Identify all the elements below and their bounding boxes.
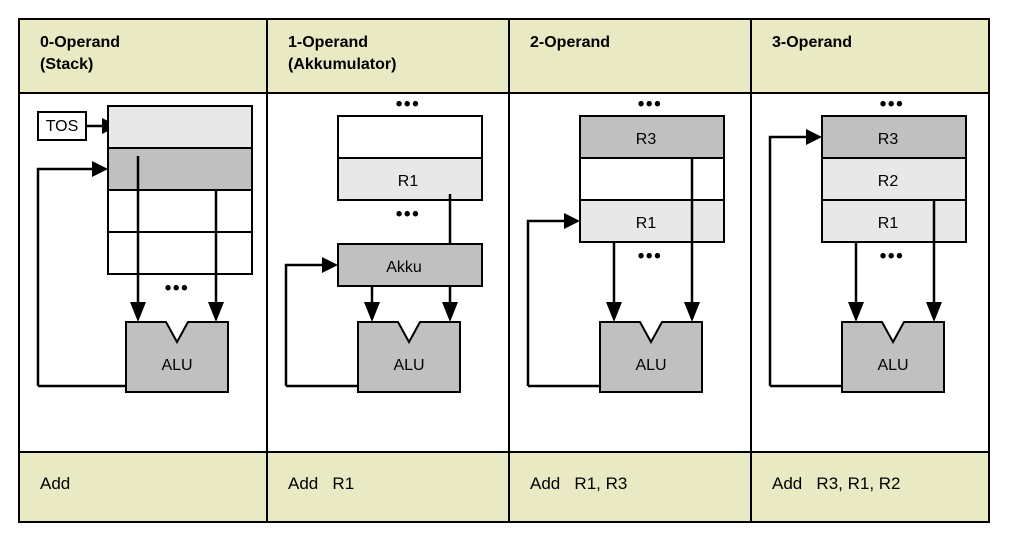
register-label-r2: R2 xyxy=(878,173,899,190)
header-label-three-operand: 3-Operand xyxy=(772,34,853,51)
stack-writeback-path xyxy=(36,167,92,386)
operand-arrow-right xyxy=(684,302,700,322)
diagram-cell-two-operand: ••• R3 R1 ••• xyxy=(508,94,750,451)
register-cell-r1 xyxy=(337,157,483,201)
register-label-r1: R1 xyxy=(398,173,419,190)
tos-label: TOS xyxy=(46,118,79,135)
register-writeback-arrow-head xyxy=(564,213,580,229)
table-diagram-row: TOS xyxy=(20,92,988,453)
tos-box xyxy=(37,111,87,141)
register-label-r1: R1 xyxy=(878,215,899,232)
stack-ellipsis: ••• xyxy=(165,278,189,299)
stack-writeback-arrow-head xyxy=(92,161,108,177)
register-writeback-path xyxy=(768,135,806,386)
stack-machine-diagram: TOS xyxy=(20,94,266,451)
regfile-ellipsis-bottom: ••• xyxy=(396,204,420,225)
register-label-r3: R3 xyxy=(878,131,899,148)
register-cell-r2 xyxy=(821,157,967,201)
alu-shape xyxy=(599,321,703,393)
operand-arrow-left xyxy=(848,302,864,322)
register-cell-empty xyxy=(579,157,725,201)
register-cell-0 xyxy=(337,115,483,159)
alu-shape xyxy=(357,321,461,393)
regfile-ellipsis-bottom: ••• xyxy=(638,246,662,267)
footer-cell-two-operand: Add R1, R3 xyxy=(508,453,750,521)
alu-label: ALU xyxy=(635,357,666,374)
header-cell-three-operand: 3-Operand xyxy=(750,20,988,92)
diagram-cell-one-operand: ••• R1 ••• Akku xyxy=(266,94,508,451)
stack-cell-0 xyxy=(107,105,253,149)
instruction-label-two-operand: Add R1, R3 xyxy=(530,474,628,493)
accumulator-box xyxy=(337,243,483,287)
alu-label: ALU xyxy=(393,357,424,374)
accumulator-machine-diagram: ••• R1 ••• Akku xyxy=(268,94,508,451)
stack-operand-arrow-right xyxy=(208,302,224,322)
register-operand-arrow xyxy=(442,302,458,322)
regfile-ellipsis-top: ••• xyxy=(396,94,420,115)
operand-arrow-left xyxy=(606,302,622,322)
accumulator-writeback-path xyxy=(284,263,322,386)
alu-shape xyxy=(125,321,229,393)
operand-arrow-right xyxy=(926,302,942,322)
header-cell-zero-operand: 0-Operand (Stack) xyxy=(20,20,266,92)
regfile-ellipsis-bottom: ••• xyxy=(880,246,904,267)
table-footer-row: Add Add R1 Add R1, R3 Add R3, R1, R2 xyxy=(20,453,988,521)
register-label-r3: R3 xyxy=(636,131,657,148)
alu-label: ALU xyxy=(877,357,908,374)
table-header-row: 0-Operand (Stack) 1-Operand (Akkumulator… xyxy=(20,20,988,92)
register-writeback-arrow-head xyxy=(806,129,822,145)
regfile-ellipsis-top: ••• xyxy=(638,94,662,115)
accumulator-label: Akku xyxy=(386,259,422,276)
register-cell-r1 xyxy=(579,199,725,243)
register-cell-r1 xyxy=(821,199,967,243)
operand-comparison-table: 0-Operand (Stack) 1-Operand (Akkumulator… xyxy=(18,18,990,523)
alu-label: ALU xyxy=(161,357,192,374)
diagram-cell-zero-operand: TOS xyxy=(20,94,266,451)
stack-cell-2 xyxy=(107,189,253,233)
two-operand-machine-diagram: ••• R3 R1 ••• xyxy=(510,94,750,451)
accumulator-writeback-arrow-head xyxy=(322,257,338,273)
header-label-two-operand: 2-Operand xyxy=(530,34,611,51)
instruction-label-three-operand: Add R3, R1, R2 xyxy=(772,474,901,493)
three-operand-machine-diagram: ••• R3 R2 R1 ••• xyxy=(752,94,988,451)
accumulator-operand-arrow xyxy=(364,302,380,322)
register-label-r1: R1 xyxy=(636,215,657,232)
register-writeback-path xyxy=(526,219,564,386)
regfile-ellipsis-top: ••• xyxy=(880,94,904,115)
header-label-one-operand: 1-Operand (Akkumulator) xyxy=(288,34,397,73)
stack-operand-arrow-left xyxy=(130,302,146,322)
header-cell-one-operand: 1-Operand (Akkumulator) xyxy=(266,20,508,92)
footer-cell-one-operand: Add R1 xyxy=(266,453,508,521)
diagram-cell-three-operand: ••• R3 R2 R1 ••• xyxy=(750,94,988,451)
stack-cell-3 xyxy=(107,231,253,275)
instruction-label-one-operand: Add R1 xyxy=(288,474,355,493)
footer-cell-three-operand: Add R3, R1, R2 xyxy=(750,453,988,521)
instruction-label-zero-operand: Add xyxy=(40,474,71,493)
header-cell-two-operand: 2-Operand xyxy=(508,20,750,92)
stack-cell-1 xyxy=(107,147,253,191)
footer-cell-zero-operand: Add xyxy=(20,453,266,521)
alu-shape xyxy=(841,321,945,393)
header-label-zero-operand: 0-Operand (Stack) xyxy=(40,34,121,73)
